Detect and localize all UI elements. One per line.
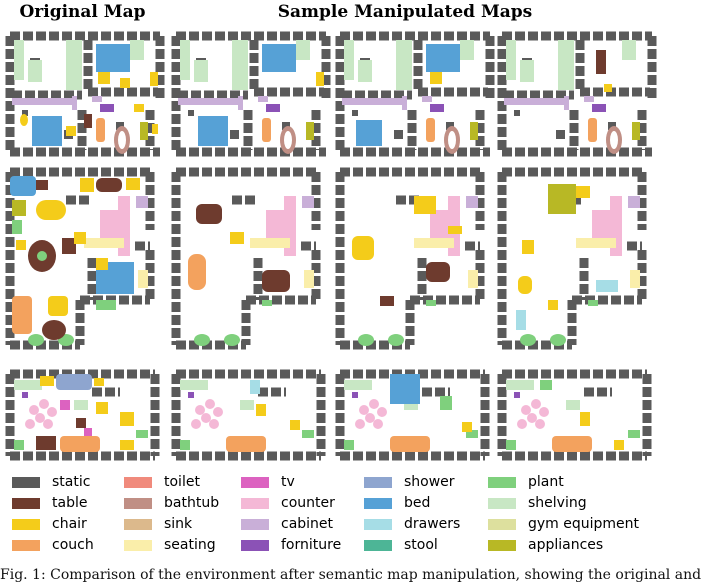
legend-item-toilet: toilet <box>124 473 200 491</box>
legend-swatch <box>241 497 269 509</box>
legend-item-cabinet: cabinet <box>241 515 333 533</box>
legend-swatch <box>488 518 516 530</box>
legend-item-forniture: forniture <box>241 536 341 554</box>
legend: static table chair couch toilet bathtub … <box>8 469 640 561</box>
legend-swatch <box>124 518 152 530</box>
semantic-map-grid <box>10 0 640 466</box>
legend-label: sink <box>164 516 193 532</box>
original-map-header: Original Map <box>19 2 146 22</box>
legend-label: drawers <box>404 516 461 532</box>
legend-label: bathtub <box>164 495 220 511</box>
legend-item-seating: seating <box>124 536 216 554</box>
legend-label: couch <box>52 537 94 553</box>
legend-swatch <box>488 476 516 488</box>
legend-item-shower: shower <box>364 473 455 491</box>
legend-item-appliances: appliances <box>488 536 603 554</box>
legend-item-table: table <box>12 494 87 512</box>
legend-swatch <box>488 497 516 509</box>
legend-item-tv: tv <box>241 473 295 491</box>
legend-label: stool <box>404 537 438 553</box>
legend-item-gym-equipment: gym equipment <box>488 515 639 533</box>
legend-item-bathtub: bathtub <box>124 494 219 512</box>
legend-swatch <box>12 497 40 509</box>
legend-label: forniture <box>281 537 342 553</box>
legend-item-bed: bed <box>364 494 430 512</box>
manipulated-map-column-1 <box>176 36 326 456</box>
legend-swatch <box>124 497 152 509</box>
legend-label: tv <box>281 474 295 490</box>
legend-swatch <box>364 518 392 530</box>
legend-swatch <box>241 539 269 551</box>
legend-label: table <box>52 495 88 511</box>
figure-caption: Fig. 1: Comparison of the environment af… <box>0 567 701 583</box>
legend-label: gym equipment <box>528 516 640 532</box>
manipulated-map-column-3 <box>502 36 652 456</box>
original-map-column <box>10 36 160 456</box>
legend-swatch <box>12 539 40 551</box>
legend-swatch <box>12 476 40 488</box>
legend-swatch <box>241 518 269 530</box>
legend-label: appliances <box>528 537 604 553</box>
legend-item-static: static <box>12 473 90 491</box>
sample-maps-header: Sample Manipulated Maps <box>277 2 533 22</box>
legend-label: shelving <box>528 495 587 511</box>
legend-label: bed <box>404 495 431 511</box>
legend-item-shelving: shelving <box>488 494 587 512</box>
legend-swatch <box>488 539 516 551</box>
legend-swatch <box>12 518 40 530</box>
legend-swatch <box>364 497 392 509</box>
legend-label: plant <box>528 474 564 490</box>
legend-swatch <box>124 539 152 551</box>
legend-swatch <box>124 476 152 488</box>
legend-label: cabinet <box>281 516 334 532</box>
legend-label: chair <box>52 516 87 532</box>
legend-label: static <box>52 474 91 490</box>
legend-item-drawers: drawers <box>364 515 460 533</box>
legend-item-chair: chair <box>12 515 87 533</box>
legend-item-plant: plant <box>488 473 564 491</box>
manipulated-map-column-2 <box>340 36 490 456</box>
legend-label: counter <box>281 495 335 511</box>
legend-label: shower <box>404 474 455 490</box>
legend-swatch <box>364 476 392 488</box>
legend-item-stool: stool <box>364 536 438 554</box>
legend-item-counter: counter <box>241 494 335 512</box>
legend-label: toilet <box>164 474 200 490</box>
legend-swatch <box>364 539 392 551</box>
legend-item-sink: sink <box>124 515 192 533</box>
legend-swatch <box>241 476 269 488</box>
legend-label: seating <box>164 537 216 553</box>
legend-item-couch: couch <box>12 536 94 554</box>
